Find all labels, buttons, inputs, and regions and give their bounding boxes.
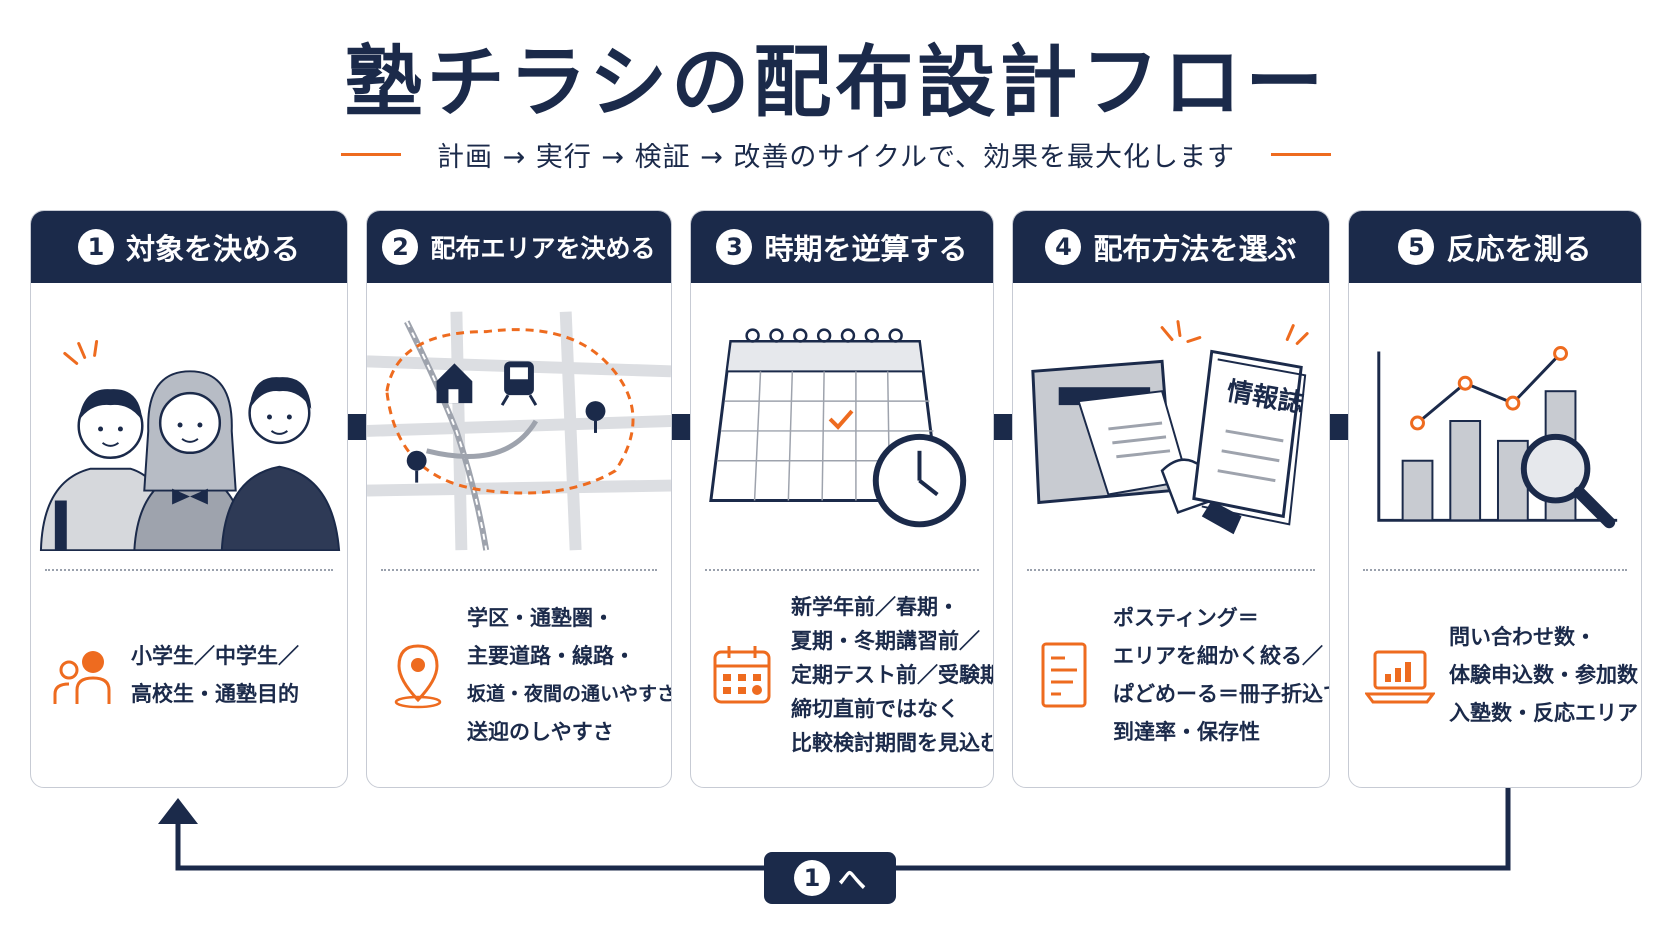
- subtitle-dash-left: [341, 152, 402, 156]
- step-5-divider: [1363, 569, 1627, 571]
- step-2-line-1: 学区・通塾圏・: [467, 606, 614, 630]
- step-5-description: 問い合わせ数・ 体験申込数・参加数・ 入塾数・反応エリア: [1349, 583, 1641, 767]
- mailbox-magazine-illustration: 情報誌: [1013, 291, 1329, 551]
- step-card-5: 5 反応を測る 問い合わせ数・ 体験申込: [1348, 210, 1642, 788]
- step-4-header: 4 配布方法を選ぶ: [1013, 211, 1329, 283]
- location-pin-icon: [383, 640, 453, 710]
- step-2-divider: [381, 569, 657, 571]
- step-3-line-4: 締切直前ではなく: [791, 697, 959, 721]
- step-3-title: 時期を逆算する: [764, 232, 968, 266]
- step-2-line-2: 主要道路・線路・: [467, 644, 635, 668]
- step-4-text: ポスティング＝ エリアを細かく絞る／ ぱどめーる＝冊子折込で 到達率・保存性: [1113, 599, 1330, 751]
- step-1-line-1: 小学生／中学生／: [131, 644, 299, 668]
- step-card-3: 3 時期を逆算する: [690, 210, 994, 788]
- document-icon: [1029, 640, 1099, 710]
- chart-magnifier-illustration: [1349, 291, 1641, 551]
- step-card-4: 4 配布方法を選ぶ 情報誌 ポステ: [1012, 210, 1330, 788]
- step-2-number: 2: [382, 229, 419, 265]
- step-3-line-1: 新学年前／春期・: [791, 595, 959, 619]
- step-4-line-2: エリアを細かく絞る／: [1113, 644, 1323, 668]
- step-3-divider: [705, 569, 979, 571]
- subtitle-dash-right: [1270, 152, 1331, 156]
- step-2-header: 2 配布エリアを決める: [367, 211, 671, 283]
- step-5-title: 反応を測る: [1446, 232, 1592, 266]
- step-4-line-4: 到達率・保存性: [1113, 720, 1260, 744]
- return-step-number: 1: [793, 860, 830, 896]
- step-3-header: 3 時期を逆算する: [691, 211, 993, 283]
- step-4-title: 配布方法を選ぶ: [1093, 232, 1297, 266]
- step-5-header: 5 反応を測る: [1349, 211, 1641, 283]
- step-3-text: 新学年前／春期・ 夏期・冬期講習前／ 定期テスト前／受験期。 締切直前ではなく …: [791, 590, 994, 760]
- step-card-2: 2 配布エリアを決める: [366, 210, 672, 788]
- step-1-number: 1: [77, 229, 114, 265]
- step-3-line-5: 比較検討期間を見込む: [791, 731, 994, 755]
- laptop-chart-icon: [1364, 640, 1436, 710]
- step-5-line-1: 問い合わせ数・: [1449, 625, 1596, 649]
- step-2-line-3: 坂道・夜間の通いやすさ・: [467, 683, 671, 705]
- area-map-illustration: [367, 291, 671, 551]
- step-3-description: 新学年前／春期・ 夏期・冬期講習前／ 定期テスト前／受験期。 締切直前ではなく …: [691, 583, 993, 767]
- step-1-description: 小学生／中学生／ 高校生・通塾目的: [31, 583, 347, 767]
- step-3-line-3: 定期テスト前／受験期。: [791, 663, 993, 687]
- return-to-step1-badge: 1 へ: [764, 852, 896, 904]
- step-4-line-3: ぱどめーる＝冊子折込で: [1113, 682, 1330, 706]
- step-2-title: 配布エリアを決める: [430, 234, 656, 263]
- calendar-clock-illustration: [691, 291, 993, 551]
- subtitle-row: 計画 → 実行 → 検証 → 改善のサイクルで、効果を最大化します: [0, 134, 1672, 174]
- step-1-line-2: 高校生・通塾目的: [131, 682, 299, 706]
- step-1-divider: [45, 569, 333, 571]
- return-label: へ: [837, 863, 866, 896]
- students-illustration: [31, 291, 347, 552]
- step-4-number: 4: [1045, 229, 1082, 265]
- step-3-number: 3: [716, 229, 753, 265]
- subtitle: 計画 → 実行 → 検証 → 改善のサイクルで、効果を最大化します: [437, 141, 1235, 173]
- people-icon: [47, 640, 117, 710]
- step-5-line-3: 入塾数・反応エリア: [1449, 701, 1638, 725]
- step-2-text: 学区・通塾圏・ 主要道路・線路・ 坂道・夜間の通いやすさ・ 送迎のしやすさ: [467, 599, 671, 751]
- step-1-text: 小学生／中学生／ 高校生・通塾目的: [131, 637, 299, 713]
- step-5-line-2: 体験申込数・参加数・: [1449, 663, 1642, 687]
- step-1-header: 1 対象を決める: [31, 211, 347, 283]
- step-2-line-4: 送迎のしやすさ: [467, 720, 614, 744]
- step-card-1: 1 対象を決める: [30, 210, 348, 788]
- calendar-icon: [707, 640, 777, 710]
- step-4-divider: [1027, 569, 1315, 571]
- step-3-line-2: 夏期・冬期講習前／: [791, 629, 980, 653]
- step-1-title: 対象を決める: [125, 232, 300, 266]
- step-4-description: ポスティング＝ エリアを細かく絞る／ ぱどめーる＝冊子折込で 到達率・保存性: [1013, 583, 1329, 767]
- step-5-number: 5: [1398, 229, 1435, 265]
- step-4-line-1: ポスティング＝: [1113, 606, 1259, 630]
- step-2-description: 学区・通塾圏・ 主要道路・線路・ 坂道・夜間の通いやすさ・ 送迎のしやすさ: [367, 583, 671, 767]
- step-5-text: 問い合わせ数・ 体験申込数・参加数・ 入塾数・反応エリア: [1449, 618, 1642, 732]
- page-title: 塾チラシの配布設計フロー: [344, 38, 1328, 128]
